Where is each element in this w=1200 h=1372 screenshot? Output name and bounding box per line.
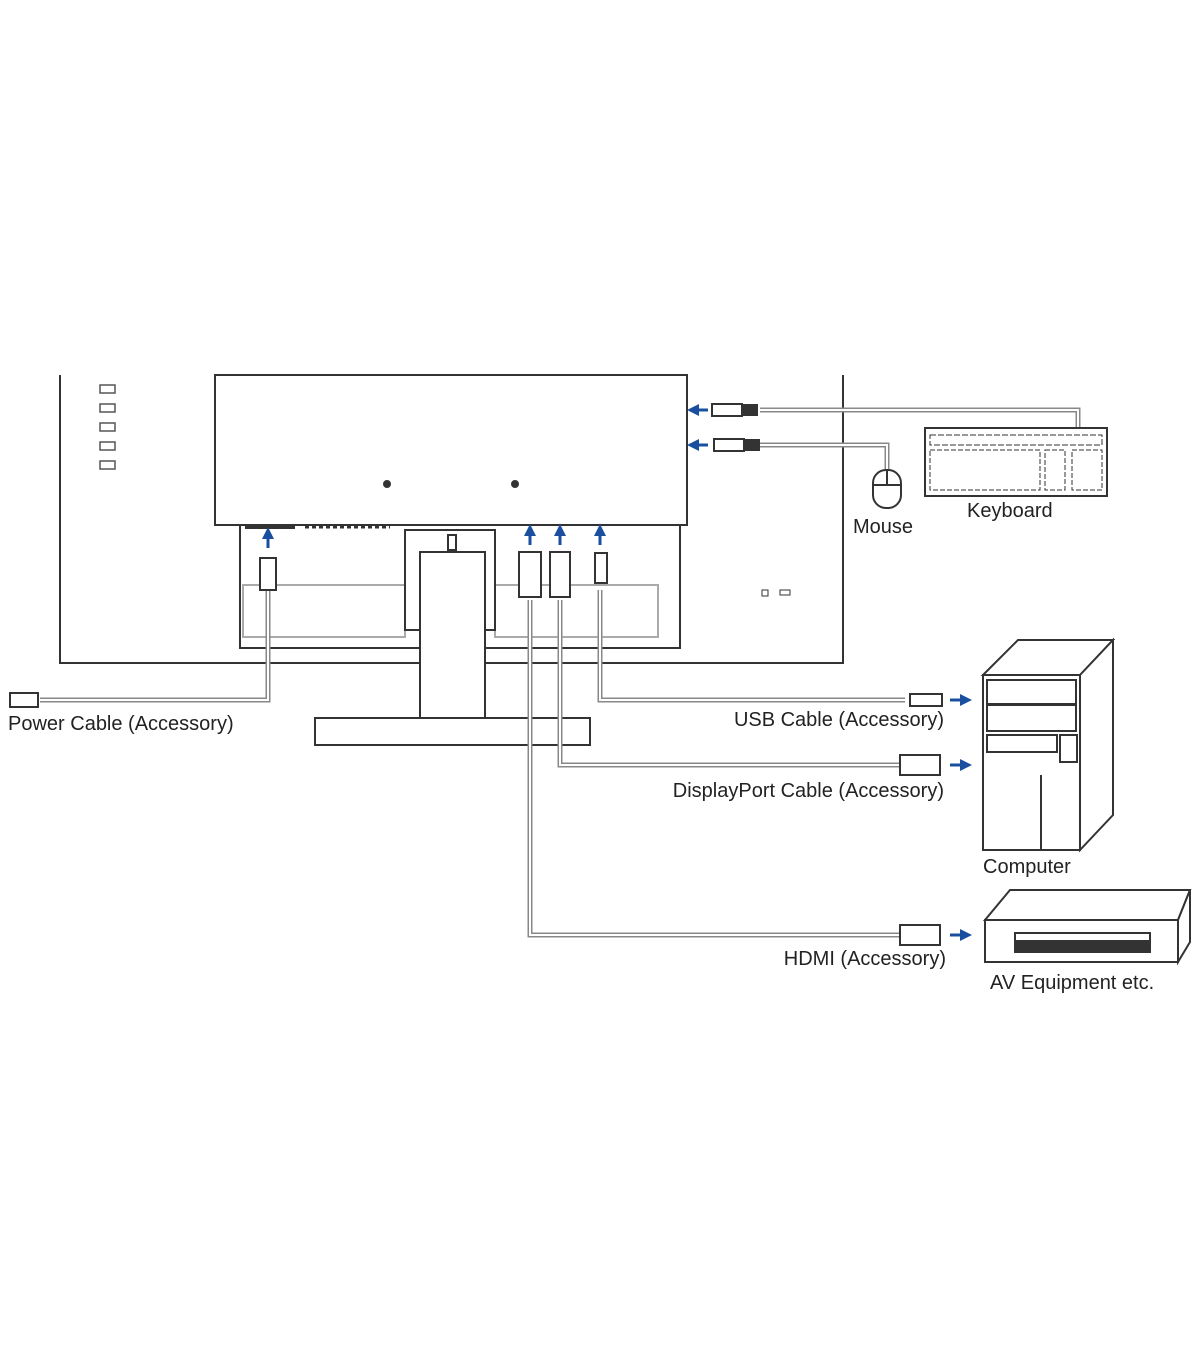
usb-cable-label: USB Cable (Accessory) (733, 709, 944, 731)
monitor-stand (314, 529, 591, 746)
av-equipment-icon (982, 889, 1192, 966)
av-equipment-label: AV Equipment etc. (990, 972, 1155, 994)
hdmi-plug (518, 551, 542, 598)
displayport-cable (557, 600, 900, 768)
keyboard-icon (924, 427, 1108, 497)
arrow-icons (262, 404, 972, 941)
mouse-label: Mouse (853, 516, 914, 538)
power-cable-label: Power Cable (Accessory) (8, 713, 234, 735)
monitor-back (59, 374, 844, 664)
computer-icon (980, 637, 1116, 853)
usb-plug (594, 552, 608, 584)
mouse-cable (760, 442, 890, 472)
dp-plug (549, 551, 571, 598)
displayport-cable-label: DisplayPort Cable (Accessory) (672, 780, 944, 802)
usb-cable (597, 590, 905, 703)
computer-label: Computer (983, 856, 1071, 878)
keyboard-label: Keyboard (967, 500, 1053, 522)
mouse-icon (872, 469, 902, 509)
hdmi-cable-label: HDMI (Accessory) (783, 948, 946, 970)
power-plug (259, 557, 277, 591)
power-cable (40, 590, 271, 703)
